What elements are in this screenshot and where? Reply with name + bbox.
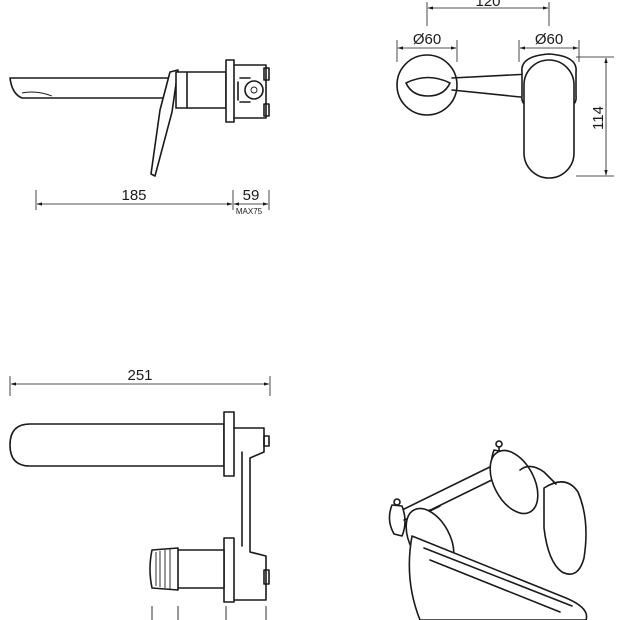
isometric-view <box>388 440 588 620</box>
side-view <box>9 59 270 177</box>
side-dimensions: 185 59 MAX75 <box>35 187 270 216</box>
top-view <box>9 411 270 620</box>
front-dimensions: 120 Ø60 Ø60 114 <box>396 0 614 177</box>
dim-120-label: 120 <box>475 0 500 10</box>
top-upper-flange <box>223 411 235 477</box>
dim-d60-left-label: Ø60 <box>413 31 441 48</box>
side-valve-circle <box>244 80 264 100</box>
top-dimension: 251 <box>9 367 271 396</box>
side-body <box>175 71 227 109</box>
front-spout-outlet <box>405 76 451 97</box>
side-spout <box>9 77 169 99</box>
top-spout <box>9 423 225 467</box>
top-lower-flange <box>223 537 235 603</box>
dim-185-label: 185 <box>121 187 146 204</box>
front-lever-oval <box>523 59 575 179</box>
iso-spout <box>408 535 588 620</box>
top-handle <box>149 547 179 591</box>
iso-right-plate <box>489 449 539 515</box>
iso-lever <box>543 481 587 575</box>
dim-59-label: 59 <box>243 187 260 204</box>
spout-outlet <box>21 91 53 97</box>
dim-114-label: 114 <box>590 106 607 130</box>
dim-d60-right-label: Ø60 <box>535 31 563 48</box>
dim-max75-label: MAX75 <box>236 207 263 216</box>
top-body <box>175 549 225 589</box>
dim-251-label: 251 <box>127 367 152 384</box>
front-view <box>396 53 577 179</box>
side-wall-flange <box>225 59 235 123</box>
side-lever-handle <box>150 69 179 177</box>
